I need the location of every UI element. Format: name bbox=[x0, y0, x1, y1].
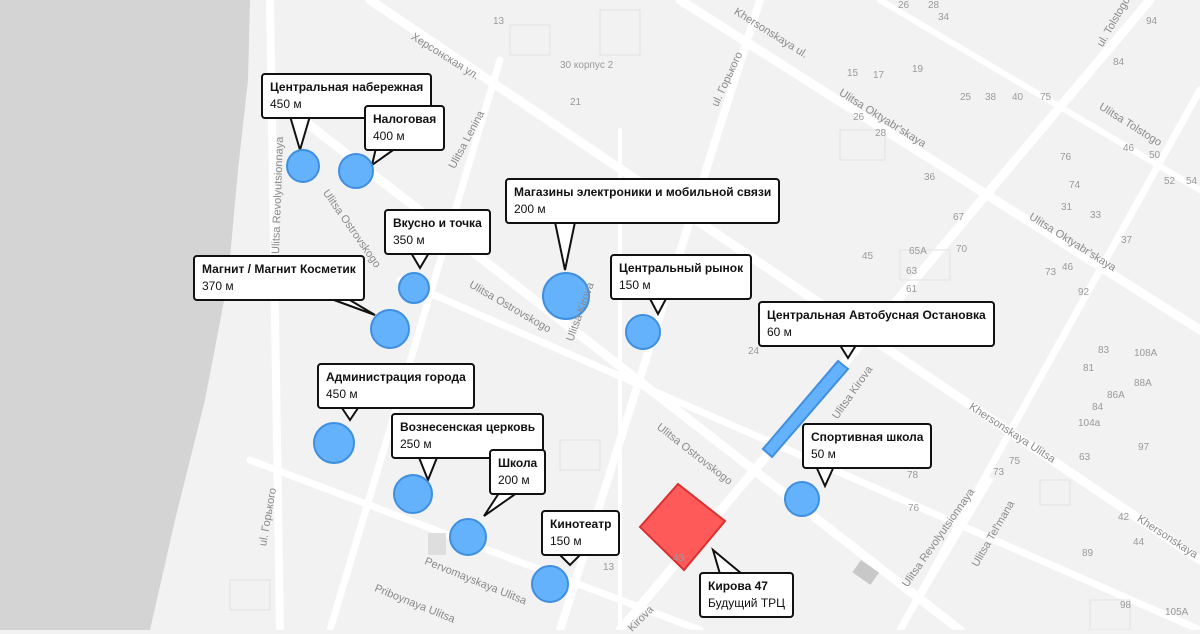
water-area bbox=[0, 0, 250, 630]
place-callout[interactable]: Кинотеатр 150 м bbox=[541, 510, 621, 556]
place-distance: 60 м bbox=[767, 325, 792, 339]
place-marker[interactable] bbox=[784, 481, 820, 517]
building-gray bbox=[852, 559, 880, 585]
target-plot-marker[interactable] bbox=[638, 482, 727, 572]
place-name: Центральная Автобусная Остановка bbox=[767, 308, 986, 322]
place-name: Магнит / Магнит Косметик bbox=[202, 262, 356, 276]
place-marker[interactable] bbox=[313, 422, 355, 464]
place-name: Кинотеатр bbox=[550, 517, 612, 531]
place-marker[interactable] bbox=[449, 518, 487, 556]
bus-stop-marker[interactable] bbox=[761, 359, 850, 459]
place-callout[interactable]: Центральный рынок 150 м bbox=[610, 254, 753, 300]
place-name: Спортивная школа bbox=[811, 430, 924, 444]
place-callout[interactable]: Администрация города 450 м bbox=[317, 363, 475, 409]
place-marker[interactable] bbox=[542, 272, 590, 320]
place-distance: 150 м bbox=[550, 534, 582, 548]
buildings bbox=[229, 9, 1131, 630]
target-callout[interactable]: Кирова 47 Будущий ТРЦ bbox=[699, 572, 795, 618]
place-name: Вознесенская церковь bbox=[400, 420, 536, 434]
place-name: Школа bbox=[498, 456, 538, 470]
target-subtitle: Будущий ТРЦ bbox=[708, 596, 786, 610]
place-marker[interactable] bbox=[393, 474, 433, 514]
place-callout[interactable]: Магазины электроники и мобильной связи 20… bbox=[505, 178, 781, 224]
target-name: Кирова 47 bbox=[708, 579, 768, 593]
place-distance: 370 м bbox=[202, 279, 234, 293]
place-marker[interactable] bbox=[625, 314, 661, 350]
place-callout[interactable]: Налоговая 400 м bbox=[364, 105, 446, 151]
place-distance: 50 м bbox=[811, 447, 836, 461]
place-distance: 400 м bbox=[373, 129, 405, 143]
place-name: Администрация города bbox=[326, 370, 466, 384]
place-name: Вкусно и точка bbox=[393, 216, 482, 230]
place-callout[interactable]: Школа 200 м bbox=[489, 449, 547, 495]
place-marker[interactable] bbox=[286, 149, 320, 183]
place-marker[interactable] bbox=[338, 153, 374, 189]
place-distance: 150 м bbox=[619, 278, 651, 292]
place-callout[interactable]: Вознесенская церковь 250 м bbox=[391, 413, 545, 459]
place-marker[interactable] bbox=[370, 309, 410, 349]
place-name: Центральная набережная bbox=[270, 80, 424, 94]
place-distance: 450 м bbox=[270, 97, 302, 111]
place-distance: 200 м bbox=[498, 473, 530, 487]
place-name: Центральный рынок bbox=[619, 261, 744, 275]
place-callout[interactable]: Спортивная школа 50 м bbox=[802, 423, 933, 469]
place-callout[interactable]: Вкусно и точка 350 м bbox=[384, 209, 491, 255]
place-callout[interactable]: Магнит / Магнит Косметик 370 м bbox=[193, 255, 365, 301]
place-marker[interactable] bbox=[531, 565, 569, 603]
place-distance: 450 м bbox=[326, 387, 358, 401]
place-distance: 350 м bbox=[393, 233, 425, 247]
place-name: Магазины электроники и мобильной связи bbox=[514, 185, 772, 199]
place-callout[interactable]: Центральная Автобусная Остановка 60 м bbox=[758, 301, 995, 347]
building-gray bbox=[428, 533, 446, 555]
place-distance: 200 м bbox=[514, 202, 546, 216]
place-name: Налоговая bbox=[373, 112, 437, 126]
place-marker[interactable] bbox=[398, 272, 430, 304]
place-distance: 250 м bbox=[400, 437, 432, 451]
